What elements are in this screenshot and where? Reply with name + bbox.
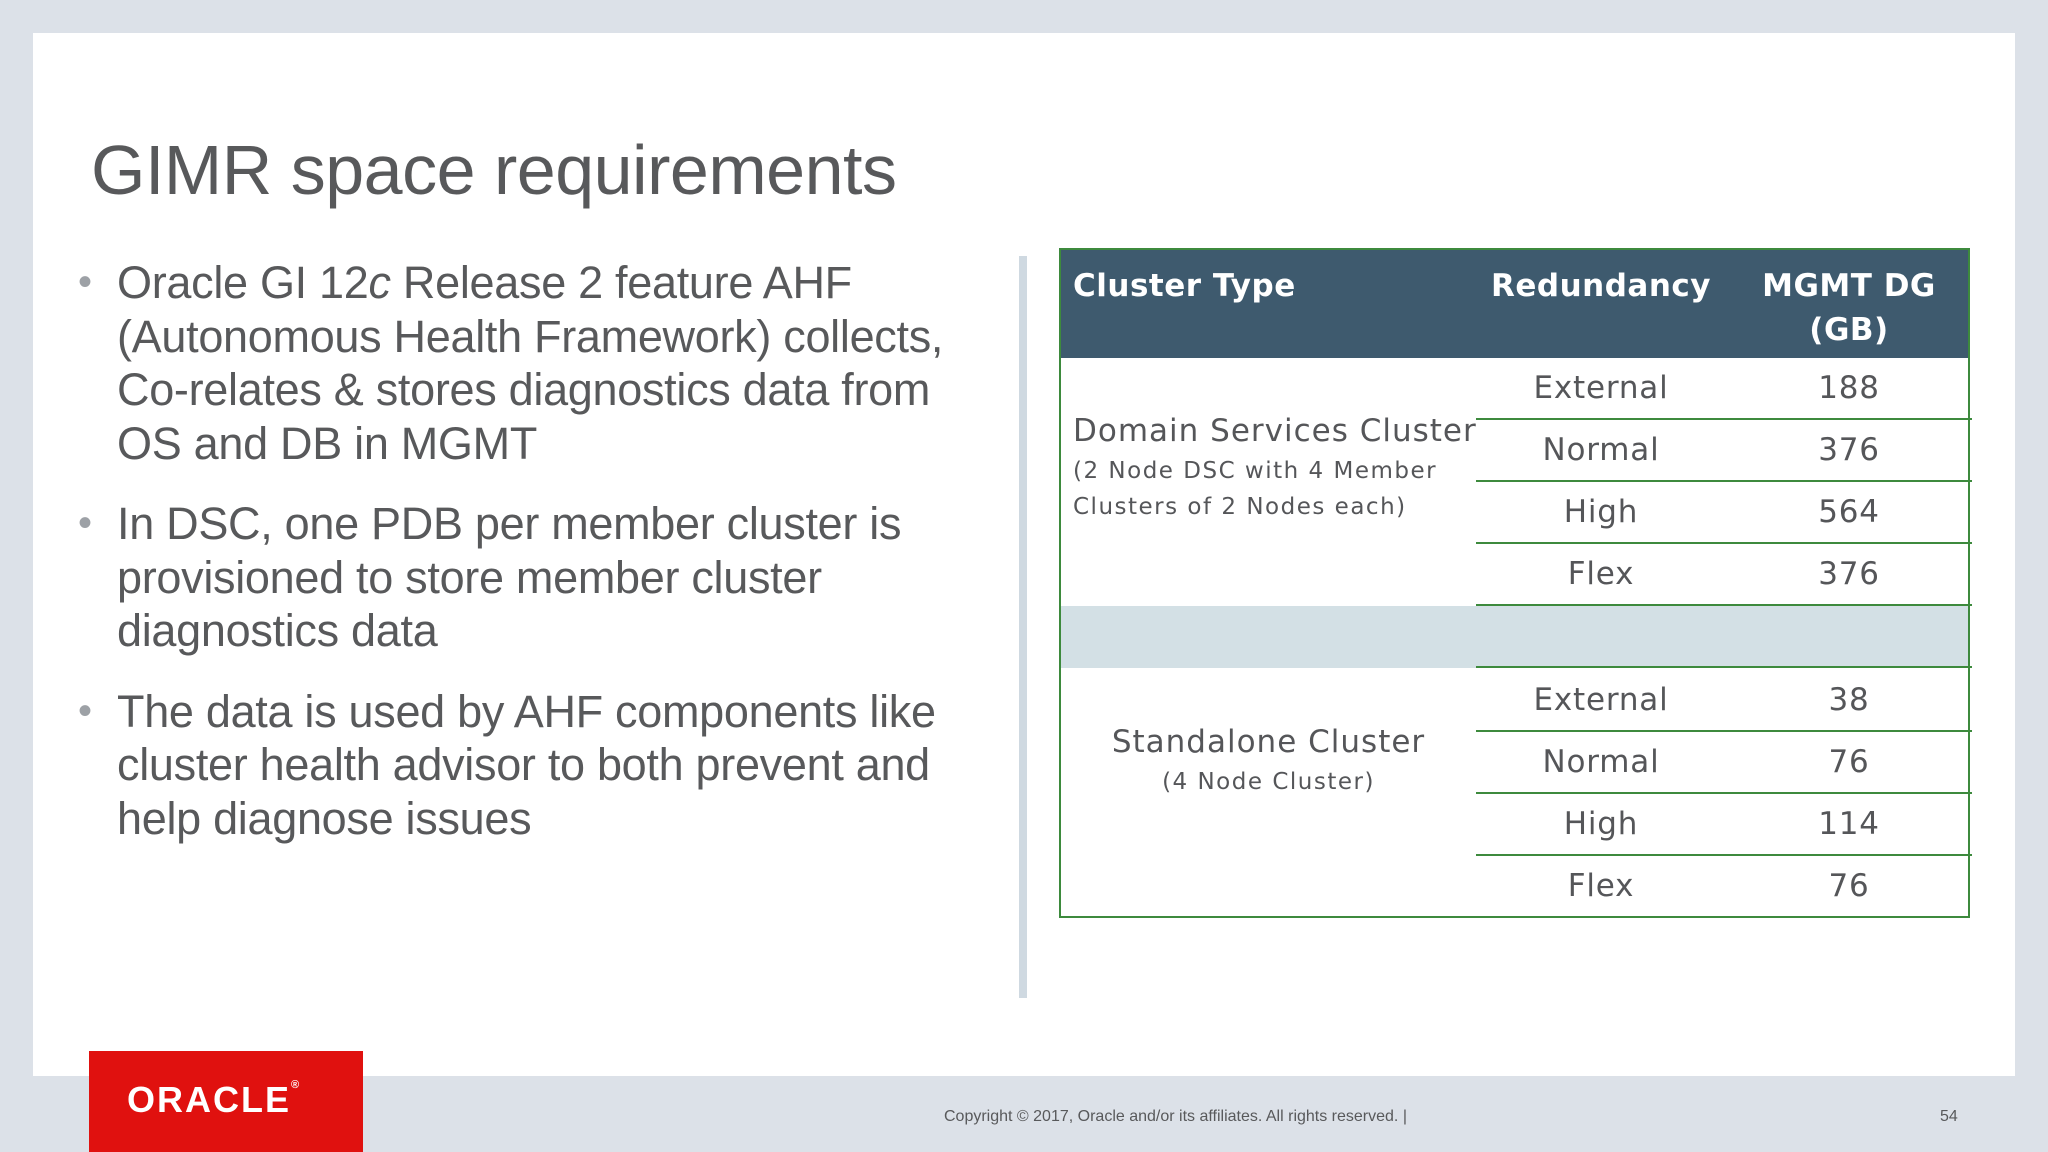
row-divider: [1476, 418, 1972, 420]
redundancy-cell: Normal: [1542, 744, 1660, 780]
row-divider: [1476, 792, 1972, 794]
header-mgmt-dg-line1: MGMT DG: [1762, 268, 1936, 304]
bullet-dot-icon: •: [78, 260, 92, 304]
cluster-type-sub: (4 Node Cluster): [1162, 769, 1375, 795]
table-header-row: Cluster Type Redundancy MGMT DG (GB): [1061, 250, 1968, 358]
row-divider: [1476, 542, 1972, 544]
bullet-text: Oracle GI 12c Release 2 feature AHF (Aut…: [117, 257, 944, 469]
cluster-type-sub-line1: (2 Node DSC with 4 Member: [1073, 458, 1438, 484]
oracle-logo: ORACLE®: [89, 1051, 363, 1152]
redundancy-cell: Flex: [1567, 556, 1635, 592]
header-mgmt-dg-line2: (GB): [1809, 312, 1889, 348]
bullet-item: • Oracle GI 12c Release 2 feature AHF (Au…: [76, 256, 976, 470]
page-number: 54: [1940, 1108, 1958, 1125]
oracle-logo-text: ORACLE: [127, 1079, 291, 1120]
redundancy-cell: Flex: [1567, 868, 1635, 904]
oracle-logo-wordmark: ORACLE®: [127, 1079, 299, 1121]
header-mgmt-dg: MGMT DG (GB): [1726, 264, 1972, 352]
mgmt-dg-cell: 376: [1818, 432, 1880, 468]
mgmt-dg-cell: 564: [1818, 494, 1880, 530]
row-divider: [1476, 854, 1972, 856]
cluster-type-name: Domain Services Cluster: [1073, 413, 1477, 449]
redundancy-cell: External: [1533, 370, 1669, 406]
mgmt-dg-cell: 76: [1828, 744, 1870, 780]
redundancy-cell: High: [1563, 494, 1639, 530]
mgmt-dg-cell: 376: [1818, 556, 1880, 592]
redundancy-cell: Normal: [1542, 432, 1660, 468]
bullet-dot-icon: •: [78, 688, 92, 733]
registered-mark-icon: ®: [291, 1079, 300, 1091]
bullet-list: • Oracle GI 12c Release 2 feature AHF (Au…: [76, 256, 976, 872]
mgmt-dg-cell: 76: [1828, 868, 1870, 904]
header-redundancy: Redundancy: [1491, 268, 1711, 304]
redundancy-cell: External: [1533, 682, 1669, 718]
group-separator-row: [1061, 606, 1968, 668]
slide-title: GIMR space requirements: [91, 131, 897, 209]
footer-copyright: Copyright © 2017, Oracle and/or its affi…: [944, 1108, 1407, 1125]
cluster-type-name: Standalone Cluster: [1111, 724, 1426, 760]
mgmt-dg-cell: 38: [1828, 682, 1870, 718]
row-divider: [1476, 666, 1972, 668]
bullet-item: • In DSC, one PDB per member cluster is p…: [76, 497, 976, 658]
gimr-space-table: Cluster Type Redundancy MGMT DG (GB) Dom…: [1059, 248, 1972, 918]
row-divider: [1476, 604, 1972, 606]
bullet-text: The data is used by AHF components like …: [117, 685, 936, 844]
cluster-type-sub-line2: Clusters of 2 Nodes each): [1073, 494, 1407, 520]
bullet-text: In DSC, one PDB per member cluster is pr…: [117, 498, 902, 656]
mgmt-dg-cell: 188: [1818, 370, 1880, 406]
bullet-dot-icon: •: [78, 501, 92, 545]
header-cluster-type: Cluster Type: [1073, 268, 1296, 304]
row-divider: [1476, 730, 1972, 732]
cluster-type-sub: (2 Node DSC with 4 Member Clusters of 2 …: [1073, 453, 1437, 525]
bullet-item: • The data is used by AHF components like…: [76, 685, 976, 846]
mgmt-dg-cell: 114: [1818, 806, 1880, 842]
vertical-divider: [1019, 256, 1027, 998]
row-divider: [1476, 480, 1972, 482]
redundancy-cell: High: [1563, 806, 1639, 842]
